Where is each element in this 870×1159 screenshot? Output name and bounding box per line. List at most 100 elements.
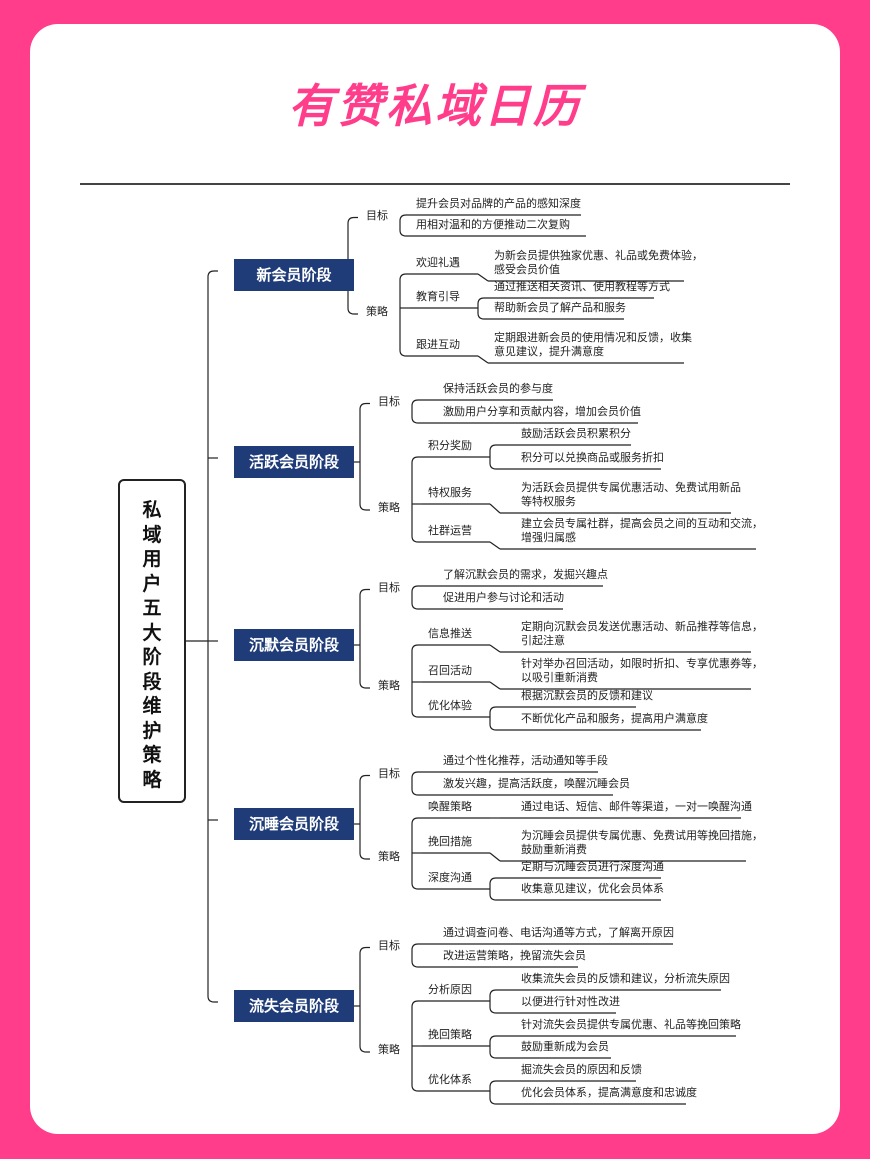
strategy-name: 社群运营 xyxy=(428,524,472,537)
connector-line xyxy=(359,774,370,860)
strategy-item: 积分可以兑换商品或服务折扣 xyxy=(521,451,664,464)
connector-line xyxy=(477,297,488,320)
strategy-name: 唤醒策略 xyxy=(428,800,472,813)
connector-line xyxy=(359,588,370,689)
connector-line xyxy=(489,541,501,550)
connector-line xyxy=(477,355,489,364)
goal-branch-label: 目标 xyxy=(378,580,400,594)
strategy-item: 意见建议，提升满意度 xyxy=(494,345,604,358)
strategy-item: 鼓励重新消费 xyxy=(521,843,587,856)
goal-branch-label: 目标 xyxy=(378,938,400,952)
connector-line xyxy=(411,585,422,610)
goal-branch-label: 目标 xyxy=(378,766,400,780)
root-title-char: 用 xyxy=(142,548,162,570)
strategy-item: 收集意见建议，优化会员体系 xyxy=(521,882,664,895)
strategy-name: 挽回策略 xyxy=(428,1028,472,1041)
strategy-item: 等特权服务 xyxy=(521,495,576,508)
page-title: 有赞私域日历 xyxy=(288,79,582,133)
connector-line xyxy=(477,273,489,282)
strategy-name: 积分奖励 xyxy=(428,439,472,452)
strategy-name: 信息推送 xyxy=(428,627,472,640)
strategy-branch-label: 策略 xyxy=(366,305,388,318)
root-title-char: 户 xyxy=(142,572,162,595)
connector-line xyxy=(489,644,501,653)
connector-line xyxy=(489,681,501,690)
title-divider xyxy=(80,183,790,185)
strategy-name: 召回活动 xyxy=(428,664,472,677)
strategy-item: 鼓励重新成为会员 xyxy=(521,1040,609,1053)
strategy-item: 根据沉默会员的反馈和建议 xyxy=(521,689,653,702)
root-node: 私域用户五大阶段维护策略 xyxy=(118,479,186,803)
strategy-item: 以吸引重新消费 xyxy=(521,671,598,684)
connector-line xyxy=(359,946,370,1053)
strategy-item: 定期与沉睡会员进行深度沟通 xyxy=(521,860,664,873)
connector-line xyxy=(411,771,422,796)
stage-node: 沉睡会员阶段 xyxy=(234,808,354,840)
goal-branch-label: 目标 xyxy=(378,394,400,408)
strategy-item: 不断优化产品和服务，提高用户满意度 xyxy=(521,712,708,725)
strategy-item: 为活跃会员提供专属优惠活动、免费试用新品 xyxy=(521,481,741,494)
strategy-name: 特权服务 xyxy=(428,486,472,499)
strategy-name: 深度沟通 xyxy=(428,871,472,884)
connector-line xyxy=(411,456,422,543)
strategy-item: 增强归属感 xyxy=(521,531,576,544)
root-title-char: 段 xyxy=(142,670,162,693)
goal-item: 提升会员对品牌的产品的感知深度 xyxy=(416,197,581,210)
strategy-name: 挽回措施 xyxy=(428,835,472,848)
connector-line xyxy=(411,399,422,424)
strategy-item: 建立会员专属社群，提高会员之间的互动和交流， xyxy=(521,517,763,530)
goal-item: 激励用户分享和贡献内容，增加会员价值 xyxy=(443,405,641,418)
strategy-item: 引起注意 xyxy=(521,634,565,647)
strategy-item: 以便进行针对性改进 xyxy=(521,995,620,1008)
goal-item: 通过个性化推荐，活动通知等手段 xyxy=(443,754,608,767)
strategy-item: 收集流失会员的反馈和建议，分析流失原因 xyxy=(521,972,730,985)
stage-node: 流失会员阶段 xyxy=(234,990,354,1022)
goal-item: 通过调查问卷、电话沟通等方式，了解离开原因 xyxy=(443,926,674,939)
connector-line xyxy=(489,852,501,862)
root-title-char: 大 xyxy=(142,621,162,644)
connector-line xyxy=(411,943,422,968)
connector-line xyxy=(207,270,218,1003)
strategy-item: 为沉睡会员提供专属优惠、免费试用等挽回措施， xyxy=(521,829,763,842)
strategy-name: 跟进互动 xyxy=(416,338,460,351)
strategy-item: 定期向沉默会员发送优惠活动、新品推荐等信息， xyxy=(521,620,763,633)
connector-line xyxy=(489,989,500,1014)
stage-node: 新会员阶段 xyxy=(234,259,354,291)
root-title-char: 五 xyxy=(142,597,162,619)
strategy-item: 帮助新会员了解产品和服务 xyxy=(494,301,626,314)
strategy-item: 针对流失会员提供专属优惠、礼品等挽回策略 xyxy=(521,1018,741,1031)
strategy-name: 分析原因 xyxy=(428,983,472,996)
stage-node: 活跃会员阶段 xyxy=(234,446,354,478)
strategy-item: 掘流失会员的原因和反馈 xyxy=(521,1063,642,1076)
strategy-branch-label: 策略 xyxy=(378,501,400,514)
goal-item: 用相对温和的方便推动二次复购 xyxy=(416,218,570,231)
connector-line xyxy=(489,1080,500,1105)
goal-item: 激发兴趣，提高活跃度，唤醒沉睡会员 xyxy=(443,777,630,790)
goal-item: 改进运营策略，挽留流失会员 xyxy=(443,949,586,962)
connector-line xyxy=(411,644,422,718)
connector-line xyxy=(489,706,500,731)
strategy-name: 优化体系 xyxy=(428,1073,472,1086)
root-title-char: 维 xyxy=(142,695,162,717)
strategy-item: 定期跟进新会员的使用情况和反馈，收集 xyxy=(494,331,692,344)
strategy-item: 为新会员提供独家优惠、礼品或免费体验， xyxy=(494,249,703,262)
goal-item: 保持活跃会员的参与度 xyxy=(443,382,553,395)
connector-line xyxy=(489,444,500,470)
connector-line xyxy=(399,214,410,237)
connector-line xyxy=(489,503,501,514)
strategy-name: 教育引导 xyxy=(416,290,460,303)
strategy-item: 针对举办召回活动，如限时折扣、专享优惠券等， xyxy=(521,657,763,670)
strategy-item: 通过电话、短信、邮件等渠道，一对一唤醒沟通 xyxy=(521,800,752,813)
root-title-char: 策 xyxy=(142,744,162,766)
connector-line xyxy=(489,877,500,901)
connector-line xyxy=(489,1035,500,1059)
strategy-item: 鼓励活跃会员积累积分 xyxy=(521,427,631,440)
root-title-char: 护 xyxy=(142,719,162,742)
goal-branch-label: 目标 xyxy=(366,208,388,222)
root-title-char: 略 xyxy=(142,768,162,791)
strategy-item: 优化会员体系，提高满意度和忠诚度 xyxy=(521,1086,697,1099)
strategy-branch-label: 策略 xyxy=(378,850,400,863)
goal-item: 了解沉默会员的需求，发掘兴趣点 xyxy=(443,568,608,581)
strategy-name: 欢迎礼遇 xyxy=(416,256,460,269)
